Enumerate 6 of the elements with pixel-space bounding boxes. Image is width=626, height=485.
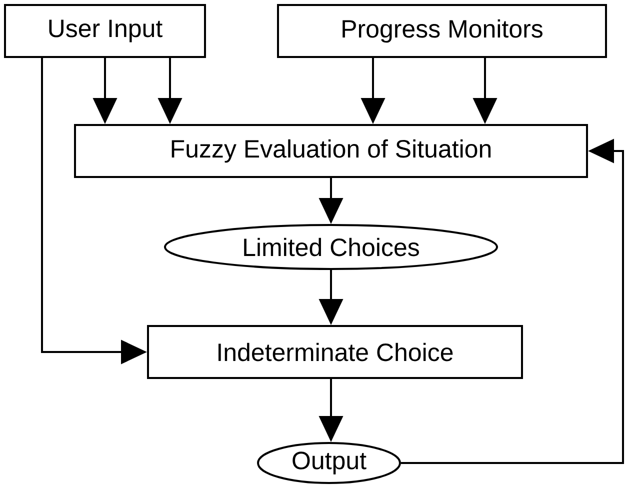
process-box: Fuzzy Evaluation of Situation xyxy=(74,124,588,178)
ellipse-node: Limited Choices xyxy=(164,224,498,270)
process-box: Progress Monitors xyxy=(277,4,607,58)
ellipse-node: Output xyxy=(257,442,401,484)
process-box: Indeterminate Choice xyxy=(147,325,523,379)
process-box: User Input xyxy=(4,4,206,58)
